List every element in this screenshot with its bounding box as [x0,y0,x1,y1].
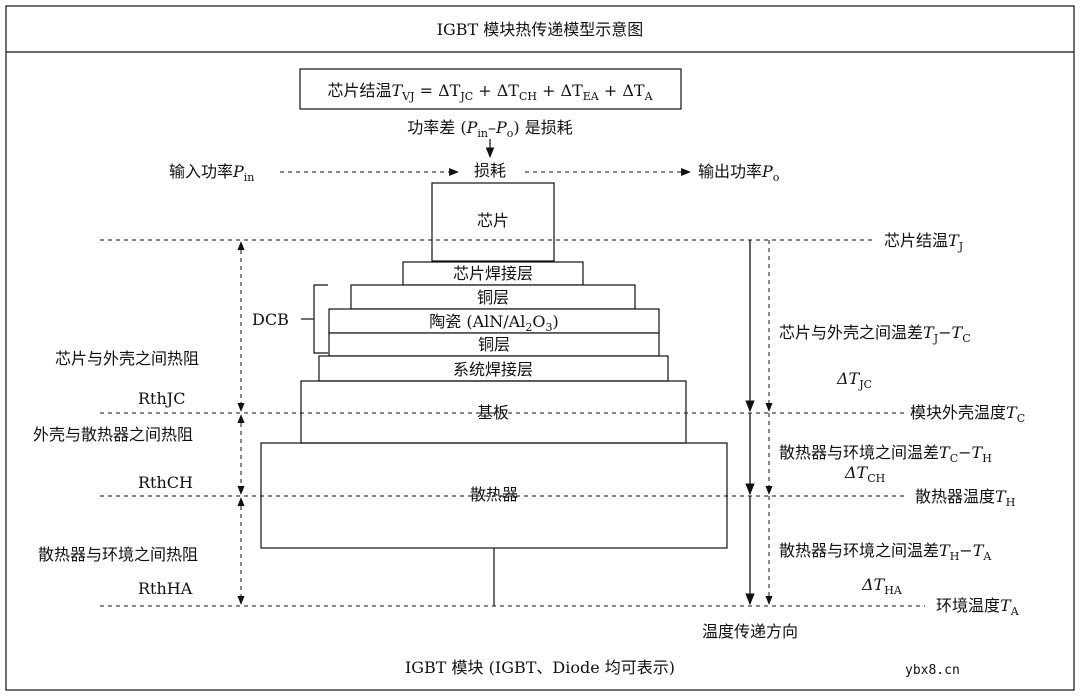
delta-jc-label: ΔTJC [836,369,872,391]
junction-formula: 芯片结温TVJ = ΔTJC + ΔTCH + ΔTEA + ΔTA [327,81,653,103]
case-sink-temp-diff-label: 散热器与环境之间温差TC−TH [779,443,992,465]
delta-ch-label: ΔTCH [844,463,885,485]
output-power-label: 输出功率Po [698,162,780,184]
chip-label: 芯片 [477,211,509,230]
ceramic-label: 陶瓷 (AlN/Al2O3) [429,312,558,334]
diagram-title: IGBT 模块热传递模型示意图 [437,20,644,39]
watermark: ybx8.cn [905,663,960,678]
sink-temp-label: 散热器温度TH [915,487,1015,509]
input-power-label: 输入功率Pin [169,162,254,184]
dcb-label: DCB [252,310,289,329]
case-sink-resistance-label: 外壳与散热器之间热阻 [33,425,193,444]
heat-direction-label: 温度传递方向 [702,622,798,641]
sink-ambient-temp-diff-label: 散热器与环境之间温差TH−TA [779,541,992,563]
heatsink-label: 散热器 [470,485,518,504]
delta-ha-label: ΔTHA [861,575,903,597]
outer-border [5,5,1075,691]
ambient-temp-label: 环境温度TA [936,596,1020,618]
rthjc-label: RthJC [138,389,185,408]
chip-solder-label: 芯片焊接层 [453,264,533,283]
loss-note: 功率差 (Pin–Po) 是损耗 [407,118,572,140]
chip-case-temp-diff-label: 芯片与外壳之间温差TJ−TC [779,323,971,345]
dcb-bracket [313,284,328,354]
rthha-label: RthHA [138,579,193,598]
copper-bottom-label: 铜层 [478,335,510,354]
sink-ambient-resistance-label: 散热器与环境之间热阻 [38,545,198,564]
junction-temp-label: 芯片结温TJ [884,231,963,253]
rthch-label: RthCH [138,473,193,492]
chip-case-resistance-label: 芯片与外壳之间热阻 [55,349,199,368]
baseplate-label: 基板 [477,403,509,422]
copper-top-layer [350,284,636,310]
copper-top-label: 铜层 [477,288,509,307]
chip-block [431,182,555,262]
system-solder-layer [318,355,669,382]
diagram-caption: IGBT 模块 (IGBT、Diode 均可表示) [405,658,675,677]
loss-label: 损耗 [474,161,506,180]
case-temp-label: 模块外壳温度TC [910,403,1025,425]
ceramic-layer [328,308,660,334]
formula-box [299,68,682,110]
system-solder-label: 系统焊接层 [453,360,533,379]
